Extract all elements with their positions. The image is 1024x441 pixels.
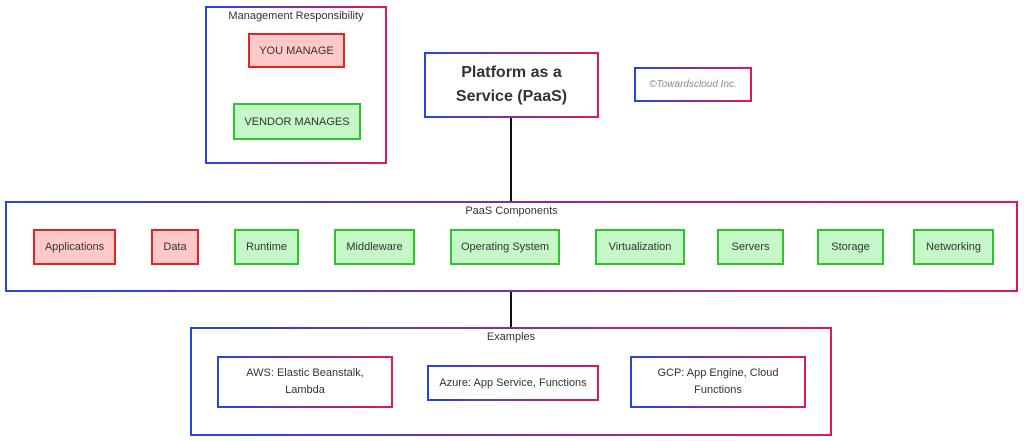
management-responsibility-legend: Management Responsibility YOU MANAGE VEN… [205, 6, 387, 164]
component-data: Data [151, 229, 199, 265]
paas-title-node: Platform as a Service (PaaS) [424, 52, 599, 118]
component-virtualization: Virtualization [595, 229, 685, 265]
copyright-note: ©Towardscloud Inc. [634, 67, 752, 102]
component-networking: Networking [913, 229, 994, 265]
you-manage-key: YOU MANAGE [248, 33, 345, 68]
example-azure: Azure: App Service, Functions [427, 365, 599, 401]
component-storage: Storage [817, 229, 884, 265]
example-gcp-text: GCP: App Engine, Cloud Functions [657, 367, 779, 396]
component-operating-system: Operating System [450, 229, 560, 265]
connector-components-to-examples [510, 291, 512, 328]
example-aws-text: AWS: Elastic Beanstalk, Lambda [246, 367, 364, 396]
example-azure-text: Azure: App Service, Functions [439, 376, 587, 389]
components-title: PaaS Components [465, 205, 558, 217]
example-aws: AWS: Elastic Beanstalk, Lambda [217, 356, 393, 408]
component-middleware: Middleware [334, 229, 415, 265]
component-servers: Servers [717, 229, 784, 265]
examples-group: Examples AWS: Elastic Beanstalk, Lambda … [190, 327, 832, 436]
component-runtime: Runtime [234, 229, 299, 265]
copyright-text: ©Towardscloud Inc. [649, 79, 737, 90]
example-gcp: GCP: App Engine, Cloud Functions [630, 356, 806, 408]
connector-title-to-components [510, 118, 512, 201]
component-applications: Applications [33, 229, 116, 265]
vendor-manages-key: VENDOR MANAGES [233, 103, 361, 140]
paas-title-text: Platform as a Service (PaaS) [455, 64, 568, 105]
paas-components-group: PaaS Components Applications Data Runtime M… [5, 201, 1018, 292]
legend-title: Management Responsibility [228, 10, 364, 22]
examples-title: Examples [486, 331, 536, 343]
